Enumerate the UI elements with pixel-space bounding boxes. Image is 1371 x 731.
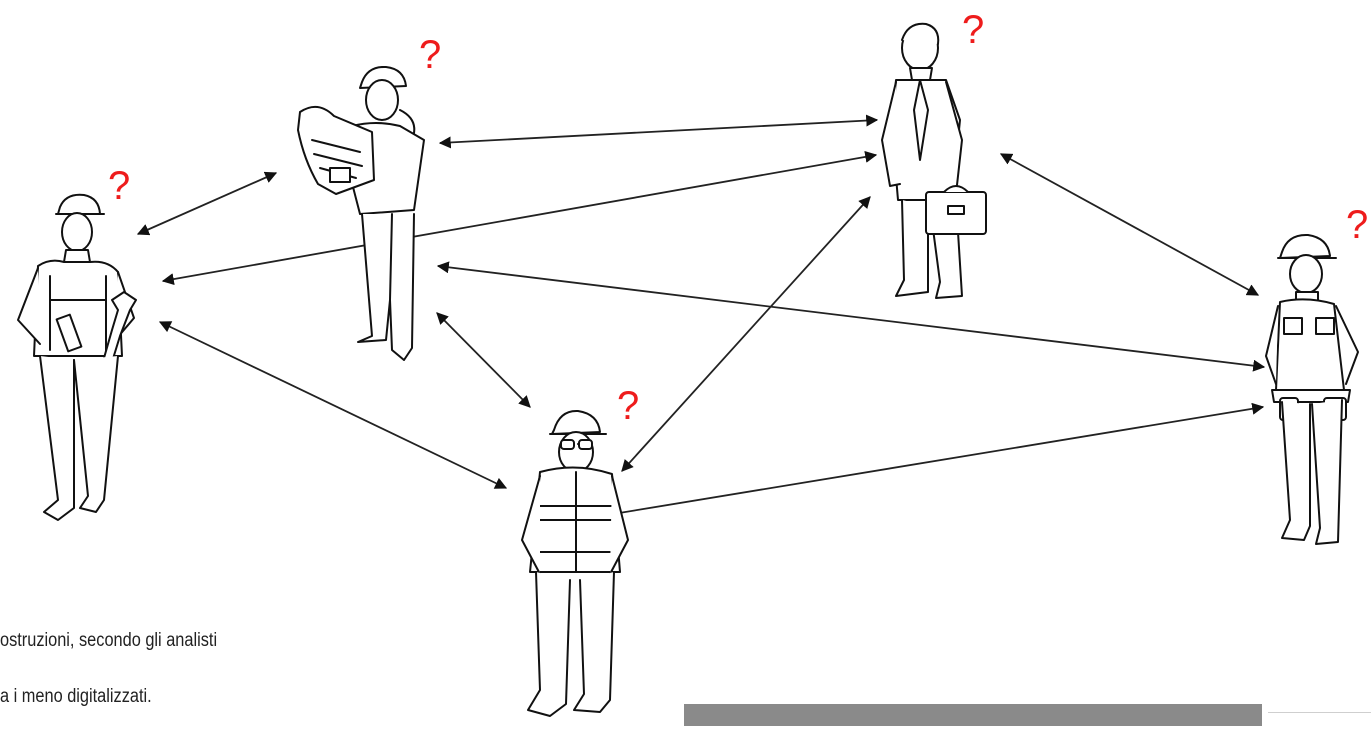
arrow-newspaper-electrician: [438, 266, 1264, 367]
arrow-businessman-electrician: [1001, 154, 1258, 295]
arrow-plumber-businessman: [163, 155, 876, 281]
question-mark-electrician: ?: [1346, 205, 1368, 245]
tool-belt-worker-icon: [1266, 235, 1358, 544]
arrow-plumber-newspaper: [138, 173, 276, 234]
question-mark-businessman: ?: [962, 10, 984, 50]
footer-banner: [684, 704, 1262, 726]
arrow-safety-electrician: [607, 407, 1263, 515]
safety-vest-worker-icon: [522, 411, 628, 716]
question-mark-safety: ?: [617, 386, 639, 426]
caption-line-2: a i meno digitalizzati.: [0, 686, 152, 708]
worker-reading-plans-icon: [298, 67, 424, 360]
plumber-worker-icon: [18, 195, 136, 520]
footer-box: [1268, 712, 1371, 727]
question-mark-plumber: ?: [108, 166, 130, 206]
caption-line-1: ostruzioni, secondo gli analisti: [0, 630, 217, 652]
arrow-newspaper-businessman: [440, 120, 877, 143]
arrow-newspaper-safety: [437, 313, 530, 407]
question-mark-newspaper: ?: [419, 35, 441, 75]
businessman-briefcase-icon: [882, 24, 986, 298]
arrow-plumber-safety: [160, 322, 506, 488]
arrow-businessman-safety: [622, 197, 870, 471]
